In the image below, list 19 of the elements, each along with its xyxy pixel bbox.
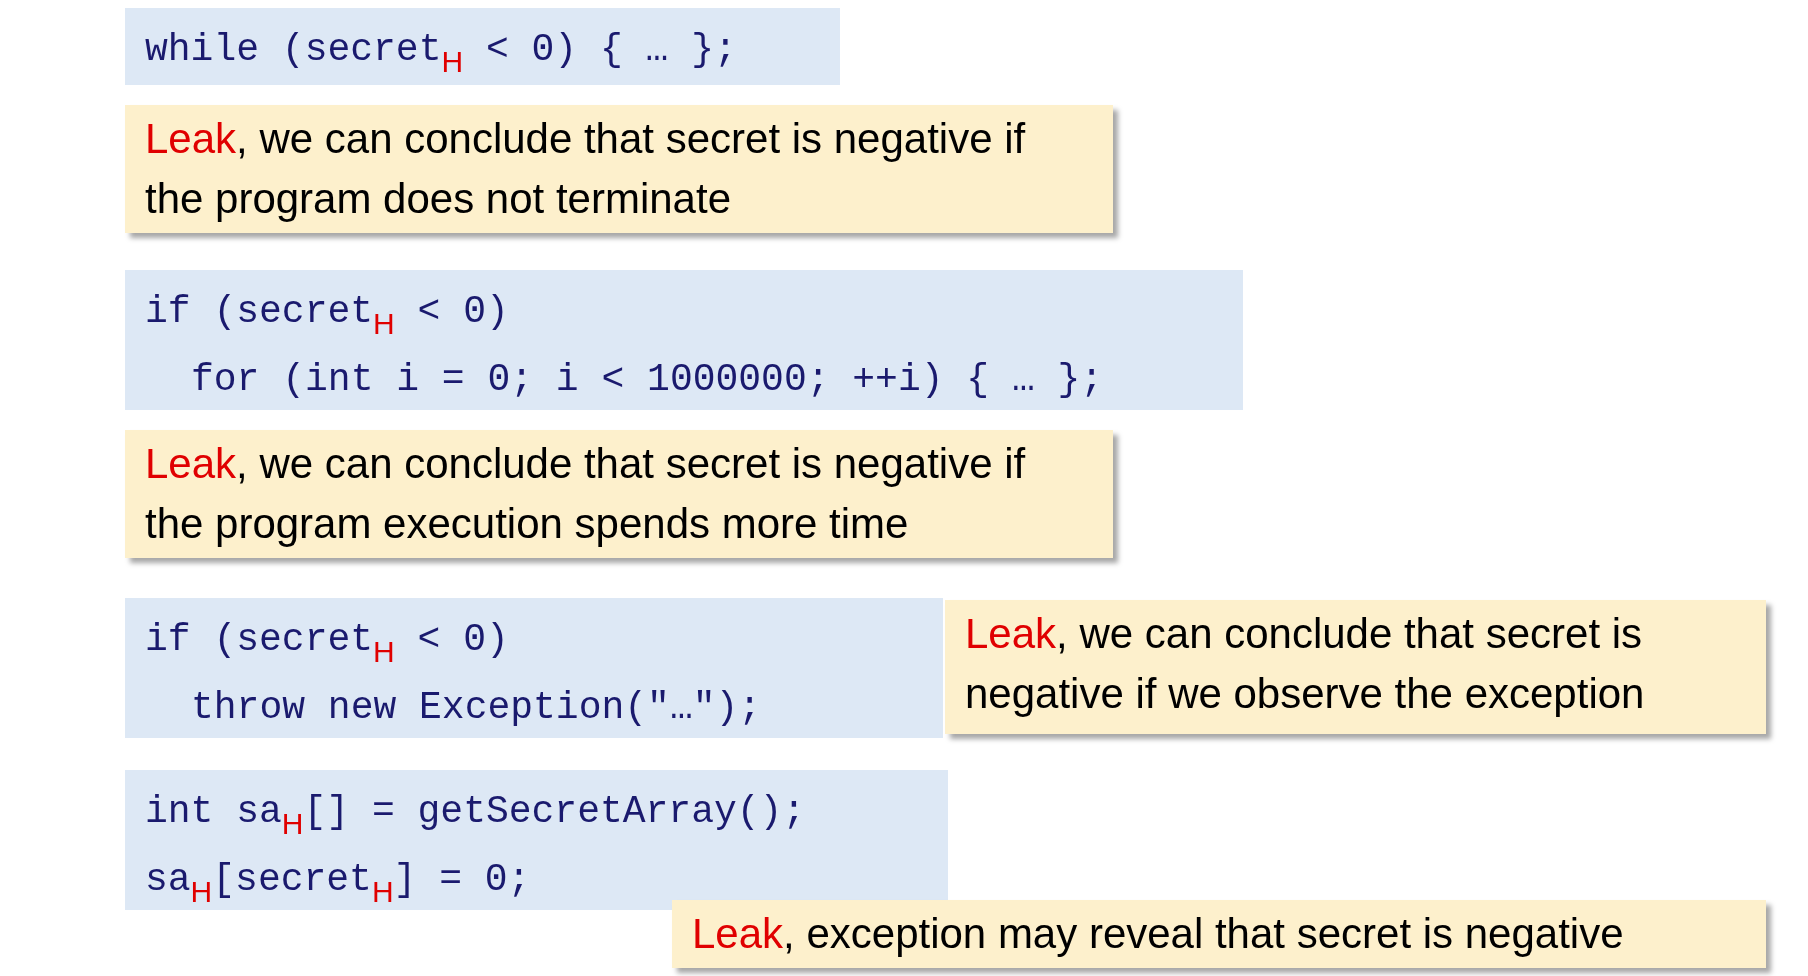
code-snippet — [125, 770, 948, 910]
note-box — [672, 900, 1766, 968]
code-line: if (secret$_{H}$ < 0) — [145, 289, 509, 342]
note-text: Leak, exception may reveal that secret is negative — [692, 909, 1625, 959]
note-box — [125, 430, 1113, 558]
code-line: throw new Exception("…"); — [191, 685, 762, 731]
code-line: int sa$_{H}$[] = getSecretArray(); — [145, 789, 806, 842]
code-line: sa$_{H}$[secret$_{H}$] = 0; — [145, 857, 531, 910]
note-box — [945, 600, 1766, 734]
note-text: Leak, we can conclude that secret is negative if we observe the exception — [965, 609, 1646, 719]
code-line: for (int i = 0; i < 1000000; ++i) { … }; — [191, 357, 1104, 403]
code-snippet — [125, 8, 840, 85]
code-snippet — [125, 598, 943, 738]
note-text: Leak, we can conclude that secret is negative if the program execution spends more time — [145, 439, 1027, 549]
note-text: Leak, we can conclude that secret is negative if the program does not terminate — [145, 114, 1027, 224]
note-box — [125, 105, 1113, 233]
code-line: if (secret$_{H}$ < 0) — [145, 617, 509, 670]
code-snippet — [125, 270, 1243, 410]
code-line: while (secret$_{H}$ < 0) { … }; — [145, 27, 737, 80]
